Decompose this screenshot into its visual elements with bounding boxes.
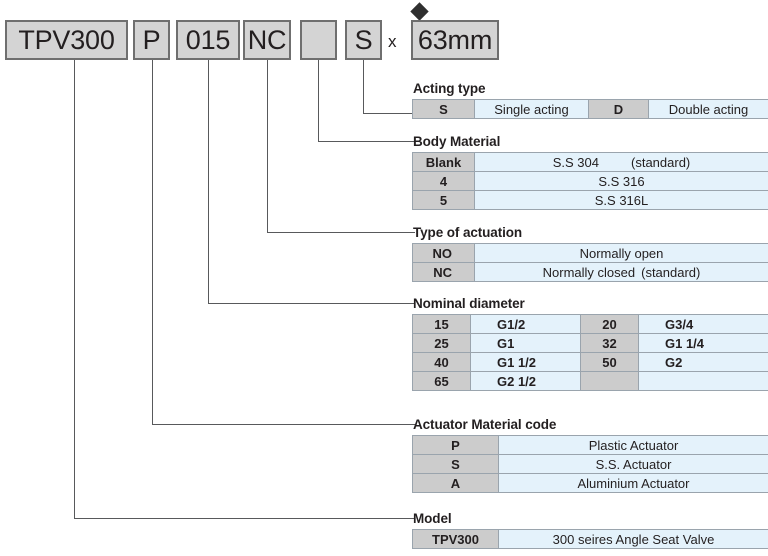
code-box-body-material[interactable] (300, 20, 337, 60)
model-code-tpv300: TPV300 (412, 529, 499, 549)
leader-line-nominal-diameter-horizontal (208, 303, 415, 304)
nominal-diameter-thread-g12: G1/2 (470, 314, 581, 334)
code-box-acting-type[interactable]: S (345, 20, 382, 60)
table-row: 65 G2 1/2 (412, 371, 768, 391)
acting-type-code-d: D (588, 99, 649, 119)
table-row: NO Normally open (412, 243, 768, 263)
section-title-type-of-actuation: Type of actuation (413, 225, 523, 240)
leader-line-body-material-vertical (318, 60, 319, 141)
table-type-of-actuation: NO Normally open NC Normally closed (sta… (412, 243, 768, 282)
body-material-code-5: 5 (412, 190, 475, 210)
nominal-diameter-thread-g112: G1 1/2 (470, 352, 581, 372)
table-row: S S.S. Actuator (412, 454, 768, 474)
code-box-model[interactable]: TPV300 (5, 20, 128, 60)
actuator-material-desc-p: Plastic Actuator (498, 435, 768, 455)
actuator-material-code-p: P (412, 435, 499, 455)
actuation-code-nc: NC (412, 262, 475, 282)
nominal-diameter-code-32: 32 (580, 333, 639, 353)
leader-line-model-vertical (74, 60, 75, 518)
nominal-diameter-thread-g212: G2 1/2 (470, 371, 581, 391)
leader-line-acting-type-horizontal (363, 113, 415, 114)
nominal-diameter-code-20: 20 (580, 314, 639, 334)
nominal-diameter-code-empty (580, 371, 639, 391)
section-title-acting-type: Acting type (413, 81, 486, 96)
code-box-bore-size[interactable]: 63mm (411, 20, 499, 60)
acting-type-code-s: S (412, 99, 475, 119)
section-title-actuator-material-code: Actuator Material code (413, 417, 557, 432)
actuation-desc-no: Normally open (474, 243, 768, 263)
table-row: 4 S.S 316 (412, 171, 768, 191)
body-material-code-blank: Blank (412, 152, 475, 172)
nominal-diameter-thread-g1: G1 (470, 333, 581, 353)
leader-line-type-of-actuation-vertical (267, 60, 268, 232)
section-title-nominal-diameter: Nominal diameter (413, 296, 525, 311)
leader-line-actuator-material-horizontal (152, 424, 415, 425)
table-row: 15 G1/2 20 G3/4 (412, 314, 768, 334)
leader-line-type-of-actuation-horizontal (267, 232, 415, 233)
nominal-diameter-code-25: 25 (412, 333, 471, 353)
table-row: A Aluminium Actuator (412, 473, 768, 493)
table-body-material: Blank S.S 304 (standard) 4 S.S 316 5 S.S… (412, 152, 768, 210)
diamond-marker-icon (410, 2, 429, 21)
code-box-nominal-diameter[interactable]: 015 (176, 20, 240, 60)
nominal-diameter-code-65: 65 (412, 371, 471, 391)
table-row: Blank S.S 304 (standard) (412, 152, 768, 172)
actuation-code-no: NO (412, 243, 475, 263)
table-row: NC Normally closed (standard) (412, 262, 768, 282)
acting-type-desc-single: Single acting (474, 99, 589, 119)
leader-line-body-material-horizontal (318, 141, 415, 142)
nominal-diameter-thread-g34: G3/4 (638, 314, 768, 334)
body-material-desc-316: S.S 316 (474, 171, 768, 191)
actuation-desc-nc: Normally closed (standard) (474, 262, 768, 282)
multiply-symbol: x (388, 32, 397, 51)
table-row: S Single acting D Double acting (412, 99, 768, 119)
leader-line-acting-type-vertical (363, 60, 364, 113)
nominal-diameter-code-40: 40 (412, 352, 471, 372)
code-box-type-of-actuation[interactable]: NC (243, 20, 291, 60)
actuator-material-desc-s: S.S. Actuator (498, 454, 768, 474)
nominal-diameter-thread-g2: G2 (638, 352, 768, 372)
body-material-desc-304: S.S 304 (standard) (474, 152, 768, 172)
body-material-code-4: 4 (412, 171, 475, 191)
table-model: TPV300 300 seires Angle Seat Valve (412, 529, 768, 549)
code-box-actuator-material[interactable]: P (133, 20, 170, 60)
table-row: 25 G1 32 G1 1/4 (412, 333, 768, 353)
table-row: 40 G1 1/2 50 G2 (412, 352, 768, 372)
table-row: 5 S.S 316L (412, 190, 768, 210)
table-row: TPV300 300 seires Angle Seat Valve (412, 529, 768, 549)
section-title-body-material: Body Material (413, 134, 501, 149)
actuator-material-desc-a: Aluminium Actuator (498, 473, 768, 493)
leader-line-nominal-diameter-vertical (208, 60, 209, 303)
actuation-value-nc: Normally closed (542, 264, 636, 280)
body-material-value-304: S.S 304 (552, 154, 599, 170)
actuation-note-nc: (standard) (641, 264, 701, 280)
table-actuator-material-code: P Plastic Actuator S S.S. Actuator A Alu… (412, 435, 768, 493)
model-desc-tpv300: 300 seires Angle Seat Valve (498, 529, 768, 549)
nominal-diameter-thread-g114: G1 1/4 (638, 333, 768, 353)
actuator-material-code-s: S (412, 454, 499, 474)
leader-line-model-horizontal (74, 518, 415, 519)
nominal-diameter-code-15: 15 (412, 314, 471, 334)
table-row: P Plastic Actuator (412, 435, 768, 455)
nominal-diameter-code-50: 50 (580, 352, 639, 372)
acting-type-desc-double: Double acting (648, 99, 768, 119)
leader-line-actuator-material-vertical (152, 60, 153, 424)
table-nominal-diameter: 15 G1/2 20 G3/4 25 G1 32 G1 1/4 40 G1 1/… (412, 314, 768, 391)
table-acting-type: S Single acting D Double acting (412, 99, 768, 119)
body-material-desc-316l: S.S 316L (474, 190, 768, 210)
nominal-diameter-thread-empty (638, 371, 768, 391)
body-material-note-304: (standard) (631, 154, 691, 170)
actuator-material-code-a: A (412, 473, 499, 493)
section-title-model: Model (413, 511, 452, 526)
